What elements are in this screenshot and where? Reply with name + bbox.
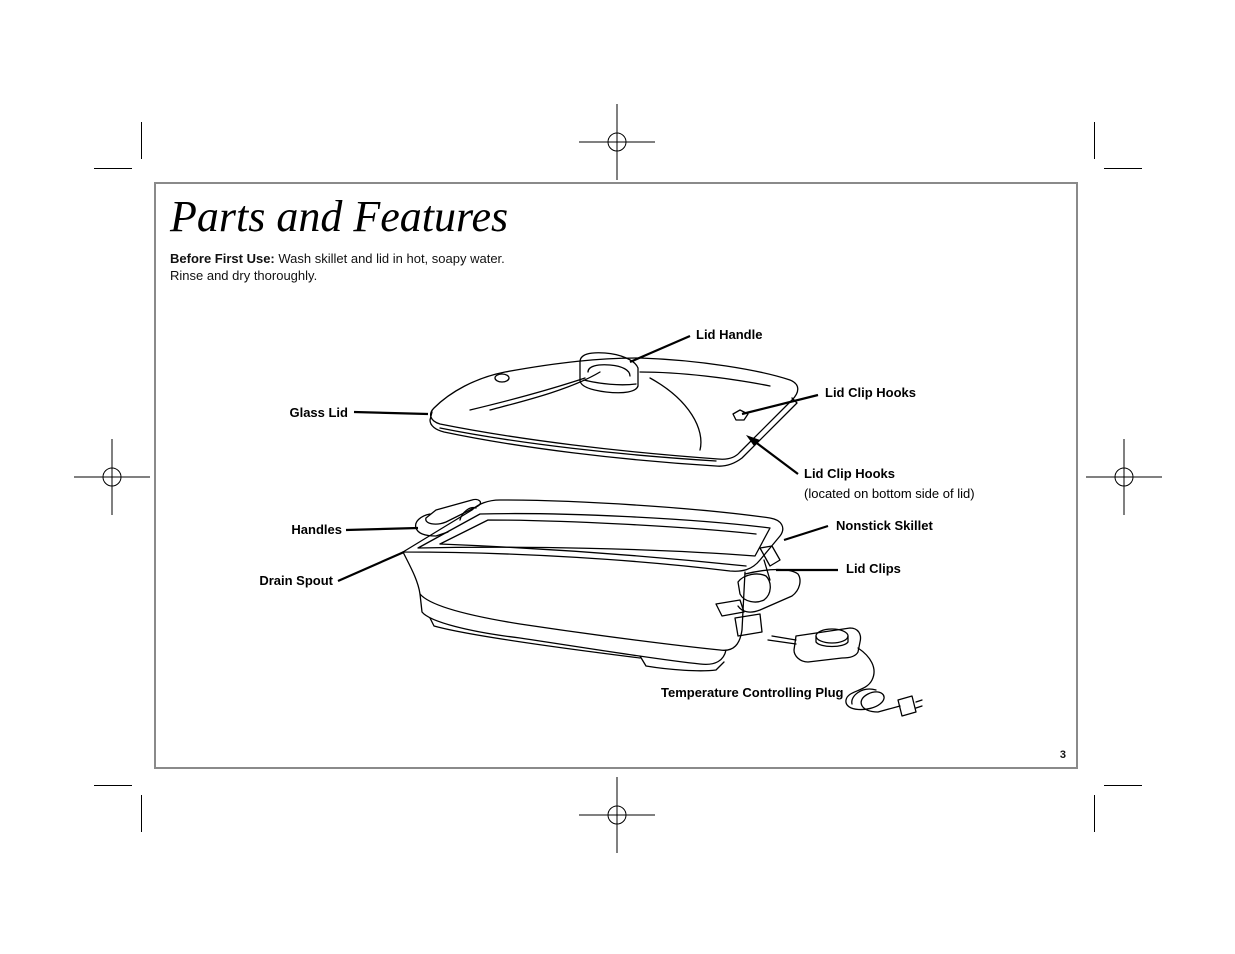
label-lid-clip-hooks-bottom-note: (located on bottom side of lid) (804, 486, 975, 501)
crop-mark-top-left-v (141, 122, 142, 159)
intro-bold-label: Before First Use: (170, 251, 275, 266)
page-number: 3 (1059, 749, 1066, 761)
leader-drain-spout (337, 550, 405, 583)
crop-mark-bottom-left-h (94, 785, 132, 786)
registration-mark-right (1086, 439, 1162, 515)
label-lid-clips: Lid Clips (846, 561, 901, 576)
intro-line-2: Rinse and dry thoroughly. (170, 268, 318, 283)
label-nonstick-skillet: Nonstick Skillet (836, 518, 933, 533)
crop-mark-bottom-right-v (1094, 795, 1095, 832)
leader-lid-clip-hooks-top (741, 393, 819, 416)
label-glass-lid: Glass Lid (289, 405, 348, 420)
leader-lid-handle (629, 334, 691, 364)
arrowhead-lid-clip-hooks-bottom (746, 435, 760, 446)
registration-mark-top (579, 104, 655, 180)
page-title: Parts and Features (170, 192, 509, 241)
crop-mark-top-right-v (1094, 122, 1095, 159)
leader-nonstick-skillet (783, 524, 829, 542)
registration-mark-left (74, 439, 150, 515)
leader-glass-lid (353, 410, 429, 416)
label-drain-spout: Drain Spout (259, 573, 333, 588)
skillet-body-drawing (402, 498, 801, 672)
registration-mark-bottom (579, 777, 655, 853)
temperature-plug-drawing (767, 627, 923, 717)
leader-handles (345, 526, 419, 532)
label-lid-clip-hooks-bottom: Lid Clip Hooks (804, 466, 895, 481)
label-temperature-plug: Temperature Controlling Plug (661, 685, 844, 700)
label-handles: Handles (291, 522, 342, 537)
crop-mark-top-right-h (1104, 168, 1142, 169)
crop-mark-bottom-left-v (141, 795, 142, 832)
label-lid-handle: Lid Handle (696, 327, 763, 342)
leader-lid-clip-hooks-bottom (749, 437, 799, 475)
intro-line-1: Wash skillet and lid in hot, soapy water… (274, 251, 505, 266)
label-lid-clip-hooks-top: Lid Clip Hooks (825, 385, 916, 400)
crop-mark-bottom-right-h (1104, 785, 1142, 786)
glass-lid-drawing (429, 352, 799, 467)
intro-text: Before First Use: Wash skillet and lid i… (170, 250, 590, 284)
page-frame (154, 182, 1078, 769)
crop-mark-top-left-h (94, 168, 132, 169)
